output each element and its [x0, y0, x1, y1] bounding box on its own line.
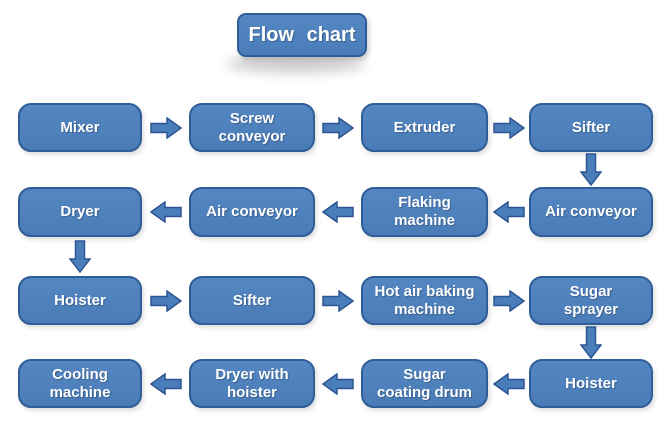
flow-arrow-right-icon — [492, 116, 525, 139]
flow-arrow-down-icon — [580, 325, 602, 359]
flow-arrow-right-icon — [149, 116, 182, 139]
node-air-conveyor-2: Air conveyor — [189, 187, 315, 237]
node-hoister-2: Hoister — [529, 359, 653, 408]
flow-arrow-right-icon — [322, 116, 354, 139]
title-box: Flow chart — [237, 13, 367, 57]
title-shadow — [226, 56, 366, 72]
node-label: Extruder — [393, 118, 456, 136]
flow-arrow-down-icon — [580, 153, 602, 186]
flow-arrow-down-icon — [69, 240, 91, 273]
node-label: Mixer — [60, 118, 100, 136]
node-label: Air conveyor — [545, 203, 637, 221]
flow-arrow-left-icon — [149, 201, 182, 223]
node-label: Sifter — [571, 118, 611, 136]
node-label: Sugar sprayer — [563, 282, 619, 318]
flow-arrow-right-icon — [322, 289, 354, 312]
node-hot-air-baking-machine: Hot air baking machine — [361, 276, 488, 325]
node-label: Cooling machine — [49, 365, 111, 401]
node-label: Sifter — [232, 291, 272, 309]
flow-arrow-left-icon — [492, 201, 525, 223]
page-title: Flow chart — [248, 23, 356, 46]
node-label: Dryer — [60, 203, 100, 221]
node-dryer-with-hoister: Dryer with hoister — [189, 359, 315, 408]
node-label: Sugar coating drum — [376, 365, 472, 401]
node-label: Hot air baking machine — [374, 282, 475, 318]
node-mixer: Mixer — [18, 103, 142, 152]
node-sugar-sprayer: Sugar sprayer — [529, 276, 653, 325]
node-label: Flaking machine — [394, 194, 455, 229]
flow-arrow-left-icon — [322, 201, 354, 223]
node-label: Air conveyor — [206, 203, 298, 221]
flow-arrow-right-icon — [492, 289, 525, 312]
node-label: Screw conveyor — [218, 109, 286, 145]
node-hoister-1: Hoister — [18, 276, 142, 325]
flow-arrow-left-icon — [492, 372, 525, 395]
flow-arrow-left-icon — [322, 372, 354, 395]
node-sugar-coating-drum: Sugar coating drum — [361, 359, 488, 408]
node-air-conveyor-1: Air conveyor — [529, 187, 653, 237]
node-screw-conveyor: Screw conveyor — [189, 103, 315, 152]
node-label: Hoister — [54, 291, 106, 309]
node-cooling-machine: Cooling machine — [18, 359, 142, 408]
node-extruder: Extruder — [361, 103, 488, 152]
flow-arrow-left-icon — [149, 372, 182, 395]
node-dryer: Dryer — [18, 187, 142, 237]
node-sifter-2: Sifter — [189, 276, 315, 325]
node-label: Dryer with hoister — [215, 365, 289, 401]
node-sifter-1: Sifter — [529, 103, 653, 152]
node-label: Hoister — [565, 374, 617, 392]
flow-arrow-right-icon — [149, 289, 182, 312]
node-flaking-machine: Flaking machine — [361, 187, 488, 237]
